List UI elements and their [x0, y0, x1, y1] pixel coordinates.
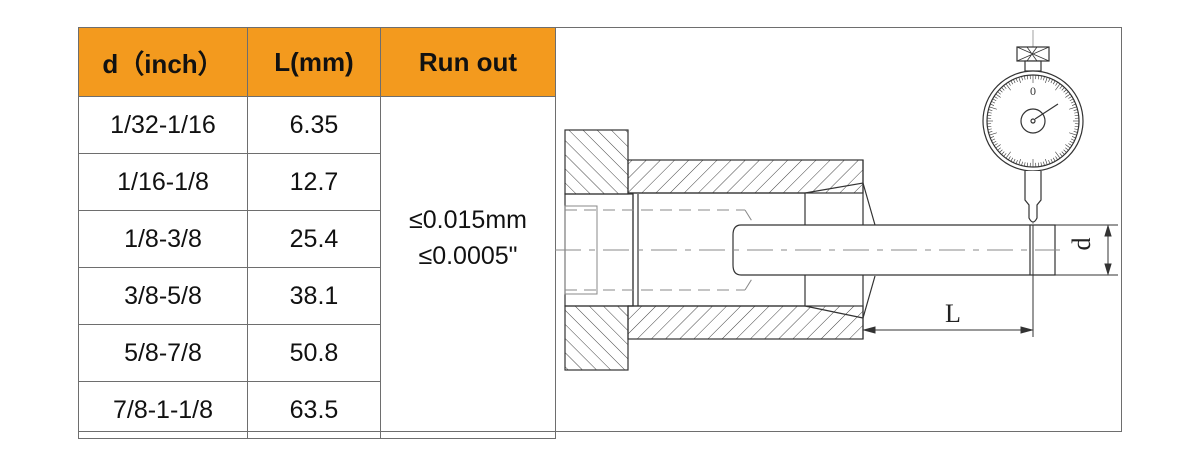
header-run-out: Run out	[380, 27, 556, 97]
cell-l: 25.4	[247, 210, 381, 268]
l-label: L	[945, 299, 961, 328]
cell-l: 12.7	[247, 153, 381, 211]
nut-flange	[564, 129, 629, 371]
header-row: d（inch） L(mm) Run out	[78, 27, 556, 97]
l-dimension	[862, 225, 1034, 337]
cell-d: 3/8-5/8	[78, 267, 248, 325]
d-label: d	[1067, 238, 1096, 251]
table-row: 1/32-1/16 6.35 ≤0.015mm ≤0.0005"	[78, 96, 556, 439]
dial-indicator-icon	[982, 30, 1084, 225]
cell-runout: ≤0.015mm ≤0.0005"	[380, 96, 556, 439]
runout-spec-table: d（inch） L(mm) Run out 1/32-1/16 6.35 ≤0.…	[78, 27, 556, 439]
collet-runout-drawing: d L 0	[555, 30, 1118, 371]
runout-mm: ≤0.015mm	[409, 205, 527, 234]
dial-zero: 0	[1030, 84, 1036, 98]
runout-inch: ≤0.0005"	[418, 241, 518, 270]
table-row: 1/16-1/8 12.7	[78, 153, 556, 211]
cell-l: 6.35	[247, 96, 381, 154]
cell-d: 1/32-1/16	[78, 96, 248, 154]
cell-d: 5/8-7/8	[78, 324, 248, 382]
table-row: 1/8-3/8 25.4	[78, 210, 556, 268]
cell-l: 63.5	[247, 381, 381, 439]
d-dimension	[1055, 224, 1118, 276]
cell-d: 1/16-1/8	[78, 153, 248, 211]
cell-d: 7/8-1-1/8	[78, 381, 248, 439]
table-row: 7/8-1-1/8 63.5	[78, 381, 556, 439]
header-d-inch: d（inch）	[78, 27, 248, 97]
cell-l: 50.8	[247, 324, 381, 382]
cell-l: 38.1	[247, 267, 381, 325]
table-row: 5/8-7/8 50.8	[78, 324, 556, 382]
cell-d: 1/8-3/8	[78, 210, 248, 268]
header-l-mm: L(mm)	[247, 27, 381, 97]
